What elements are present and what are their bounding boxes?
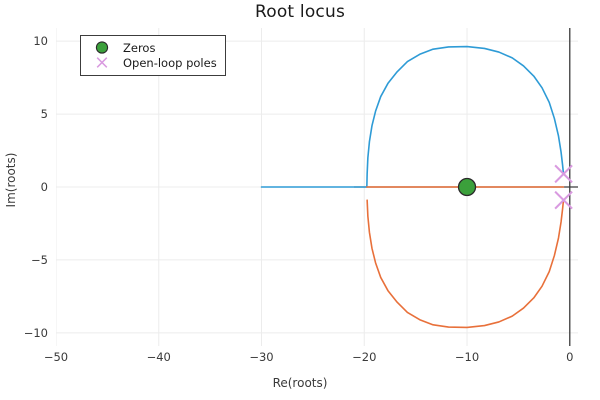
- y-tick-label: −10: [23, 325, 48, 340]
- page-title: Root locus: [254, 2, 346, 22]
- y-tick-label: 5: [40, 107, 48, 122]
- x-tick-label: −40: [146, 350, 171, 364]
- locus-curves: [260, 45, 565, 329]
- legend-item-open-loop-poles: Open-loop poles: [87, 55, 217, 70]
- y-tick-label: 10: [33, 34, 48, 49]
- y-tick-label: −5: [31, 252, 48, 267]
- x-tick-label: −20: [352, 350, 377, 364]
- x-tick-label: −30: [249, 350, 274, 364]
- x-tick-label: −10: [454, 350, 480, 364]
- x-marker-icon: [87, 55, 117, 70]
- x-tick-label: 0: [566, 350, 574, 364]
- zero-markers: [457, 177, 477, 197]
- legend-label-zeros: Zeros: [123, 40, 156, 55]
- circle-marker-icon: [87, 40, 117, 55]
- x-tick-label: −50: [43, 350, 69, 364]
- legend-item-zeros: Zeros: [87, 40, 217, 55]
- legend: Zeros Open-loop poles: [80, 35, 226, 76]
- x-axis-label: Re(roots): [272, 376, 328, 390]
- y-tick-label: 0: [40, 180, 48, 194]
- legend-label-open-loop-poles: Open-loop poles: [123, 55, 217, 70]
- pole-markers: [554, 164, 573, 210]
